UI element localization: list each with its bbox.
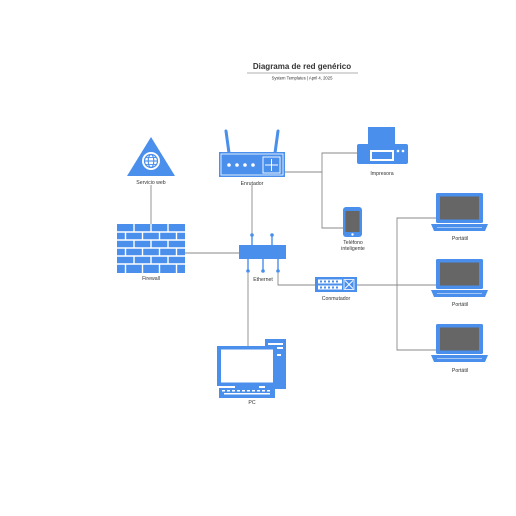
firewall-node: Firewall [117,224,185,282]
web-service-label: Servicio web [136,180,166,186]
firewall-label: Firewall [142,276,160,282]
connections [150,152,436,351]
laptop-label-3: Portátil [452,368,468,374]
smartphone-icon [343,207,362,237]
smartphone-label-line2: inteligente [341,246,365,252]
router-label: Enrutador [241,181,264,187]
printer-icon [357,127,408,164]
router-node: Enrutador [219,129,285,187]
link-router-phone [321,172,343,229]
pc-node: PC [217,339,286,406]
router-icon [219,129,285,177]
laptop-icon [431,324,488,362]
laptop-node-2: Portátil [431,259,488,308]
link-trunk-laptop1 [396,217,436,351]
laptop-node-1: Portátil [431,193,488,242]
ethernet-label: Ethernet [253,277,273,283]
web-service-node: Servicio web [127,137,175,186]
laptop-node-3: Portátil [431,324,488,374]
firewall-icon [117,224,185,273]
laptop-icon [431,193,488,231]
switch-icon [315,277,357,292]
link-hub-switch [277,273,315,286]
diagram-subtitle: System Templates | April 4, 2025 [272,76,333,81]
smartphone-node: Teléfono inteligente [341,207,365,252]
switch-label: Conmutador [322,296,351,302]
globe-icon [142,152,160,170]
laptop-icon [431,259,488,297]
smartphone-label-line1: Teléfono [343,240,363,246]
link-router-printer [285,152,357,173]
printer-label: Impresora [370,171,393,177]
diagram-title: Diagrama de red genérico [253,62,351,71]
printer-node: Impresora [357,127,408,177]
switch-node: Conmutador [315,277,357,302]
desktop-pc-icon [217,339,286,398]
laptop-label-1: Portátil [452,236,468,242]
laptop-label-2: Portátil [452,302,468,308]
ethernet-node: Ethernet [239,233,286,283]
pc-label: PC [248,400,255,406]
hub-icon [239,233,286,273]
